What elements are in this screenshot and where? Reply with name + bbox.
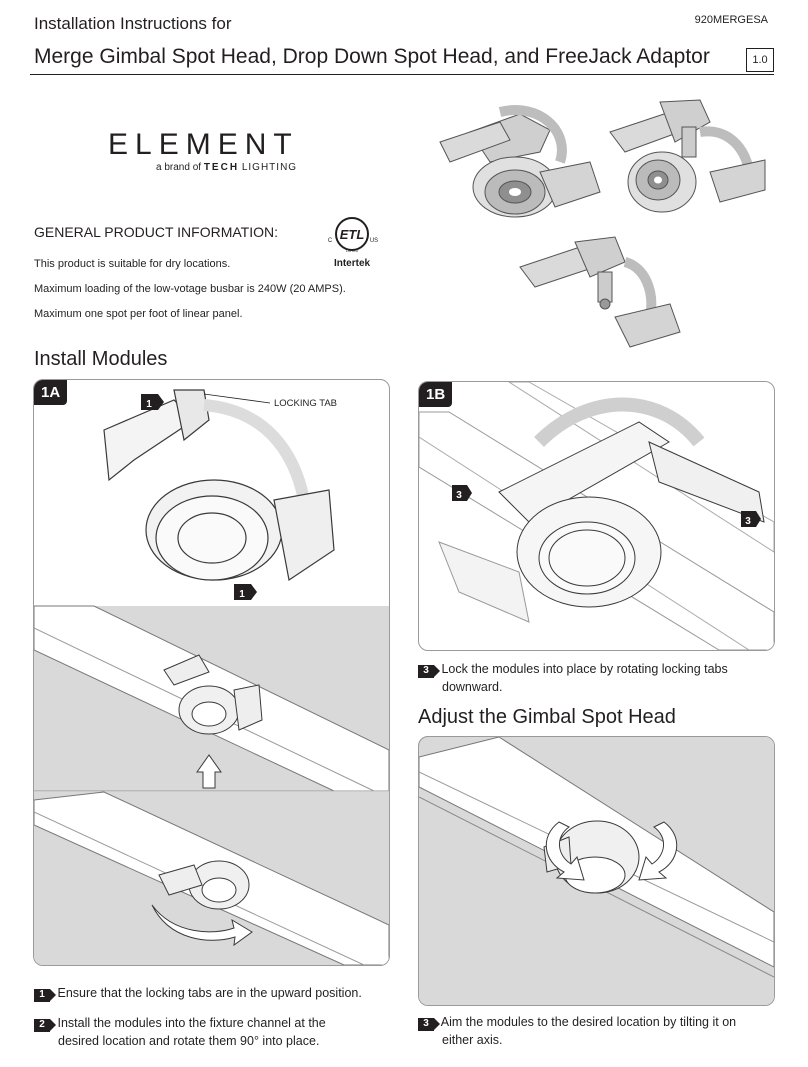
callout-badge-1-bottom: 1 [234,584,257,600]
cert-name-text: Intertek [334,258,371,269]
drop-down-spot-head-illustration [609,99,766,213]
step-text: Install the modules into the fixture cha… [57,1016,326,1030]
general-info-title: GENERAL PRODUCT INFORMATION: [34,224,278,240]
svg-text:3: 3 [456,490,462,501]
panel-1a: 1A LOCKING TAB 1 1 [33,379,390,966]
rotate-scene [34,791,389,965]
panel-1a-label: 1A [34,380,68,405]
cert-right-text: US [370,238,378,244]
general-info-line: This product is suitable for dry locatio… [34,258,231,270]
freejack-adaptor-illustration [519,236,681,348]
locking-tab-callout: LOCKING TAB [274,398,337,409]
cert-left-text: C [328,238,333,244]
step-text: Aim the modules to the desired location … [440,1015,737,1029]
svg-text:1: 1 [239,589,245,600]
general-info-line: Maximum loading of the low-votage busbar… [34,283,346,295]
header-rule [30,74,774,75]
gimbal-spot-head-illustration [439,105,601,218]
step-text-continued: downward. [442,680,503,694]
adjust-section-title: Adjust the Gimbal Spot Head [418,706,676,728]
panel-2a: 2A [418,736,775,1006]
step-number-badge: 1 [34,988,56,1002]
channel-insert-scene [34,605,389,792]
step-number-badge: 3 [418,1017,440,1031]
panel-1b: 1B 3 3 [418,381,775,651]
step-text-continued: either axis. [442,1033,503,1047]
callout-badge-3-left: 3 [452,485,472,501]
cert-sub-text: LISTED [346,249,359,253]
panel-2a-illustration [419,737,774,1005]
cert-mark-text: ETL [340,227,365,242]
general-info-line: Maximum one spot per foot of linear pane… [34,308,243,320]
product-renderings [439,99,766,348]
step-text-continued: desired location and rotate them 90° int… [58,1034,320,1048]
brand-tagline: a brand of TECH LIGHTING [108,162,328,173]
step-number-badge: 3 [418,664,440,678]
step-number-badge: 2 [34,1018,56,1032]
brand-tag-prefix: a brand of [156,162,202,173]
document-number: 920MERGESA [694,14,768,26]
lock-step-3: 3 Lock the modules into place by rotatin… [418,660,778,696]
etl-certification-mark: ETL C US LISTED Intertek [322,210,382,270]
adjust-step-3: 3 Aim the modules to the desired locatio… [418,1013,778,1049]
panel-1b-illustration: 3 3 [419,382,774,650]
panel-1b-label: 1B [419,382,453,407]
brand-logo: ELEMENT a brand of TECH LIGHTING [108,128,328,174]
svg-text:3: 3 [745,516,751,527]
brand-wordmark: ELEMENT [108,128,299,161]
step-text: Lock the modules into place by rotating … [441,662,728,676]
install-step-2: 2 Install the modules into the fixture c… [34,1014,404,1050]
brand-tag-brand: TECH [203,162,240,173]
install-section-title: Install Modules [34,348,168,370]
install-step-1: 1 Ensure that the locking tabs are in th… [34,984,404,1002]
callout-badge-3-right: 3 [741,511,761,527]
document-title: Merge Gimbal Spot Head, Drop Down Spot H… [34,45,710,68]
panel-1a-illustration: LOCKING TAB 1 1 [34,389,389,965]
step-text: Ensure that the locking tabs are in the … [57,986,362,1000]
svg-text:1: 1 [146,399,152,410]
document-subtitle: Installation Instructions for [34,14,232,33]
callout-badge-1-top: 1 [141,394,164,410]
brand-tag-suffix: LIGHTING [241,162,298,173]
version-box: 1.0 [746,48,774,72]
